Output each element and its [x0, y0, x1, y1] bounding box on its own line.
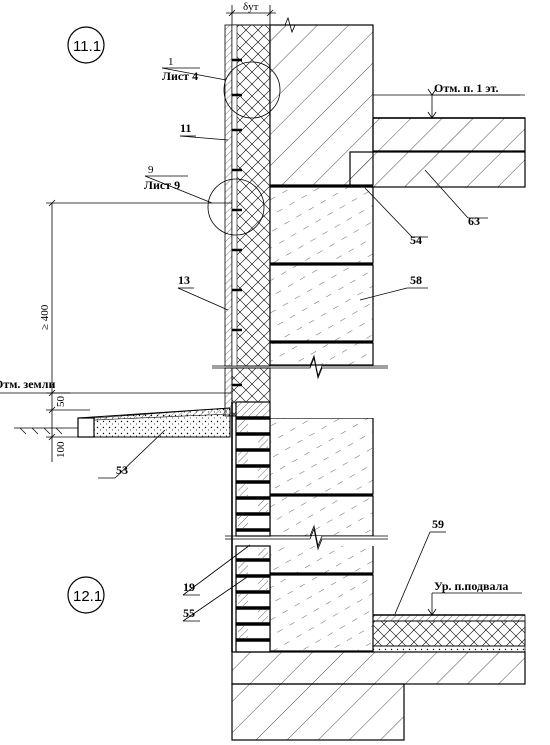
item-63-label: 63 — [468, 214, 480, 228]
detail-circle-1: 1 Лист 4 — [161, 56, 281, 119]
insulation-dimension: δут — [226, 1, 276, 25]
ref1-number: 1 — [168, 56, 174, 68]
section-marker-top: 11.1 — [67, 26, 105, 64]
dim-50-label: 50 — [55, 396, 67, 408]
section-marker-bottom: 12.1 — [67, 576, 105, 614]
foundation-slab — [231, 651, 526, 741]
item-11-label: 11 — [180, 121, 191, 135]
height-400-label: ≥ 400 — [39, 304, 51, 330]
first-floor-level-label: Отм. п. 1 эт. — [434, 81, 499, 95]
foundation-blocks — [269, 185, 374, 652]
height-dimensions: ≥ 400 50 100 — [39, 199, 232, 462]
basement-level-label: Ур. п.подвала — [434, 579, 508, 593]
item-55-label: 55 — [183, 606, 195, 620]
section-marker-bottom-text: 12.1 — [73, 588, 102, 605]
basement-floor — [372, 614, 526, 653]
main-wall — [269, 16, 374, 186]
item-callouts: 11 13 53 54 63 58 59 19 55 — [98, 121, 488, 622]
detail-circle-9: 9 Лист 9 — [144, 164, 265, 236]
level-basement: Ур. п.подвала — [427, 579, 522, 616]
brick-plinth — [231, 401, 271, 653]
level-ground: Отм. земли — [0, 377, 70, 394]
section-marker-top-text: 11.1 — [73, 38, 101, 55]
item-58-label: 58 — [410, 273, 422, 287]
item-13-label: 13 — [178, 273, 190, 287]
ref9-number: 9 — [148, 164, 154, 176]
insulation-layer — [224, 24, 271, 417]
item-54-label: 54 — [410, 233, 422, 247]
item-59-label: 59 — [432, 517, 444, 531]
dim-100-label: 100 — [55, 441, 67, 458]
floor-slab-first — [349, 25, 526, 188]
insulation-thickness-label: δут — [243, 1, 259, 13]
item-53-label: 53 — [116, 463, 128, 477]
ref9-sheet: Лист 9 — [144, 178, 180, 192]
ref1-sheet: Лист 4 — [162, 69, 198, 83]
blind-area — [14, 407, 231, 438]
ground-level-label: Отм. земли — [0, 377, 55, 391]
level-first-floor: Отм. п. 1 эт. — [427, 81, 520, 119]
item-19-label: 19 — [183, 580, 195, 594]
